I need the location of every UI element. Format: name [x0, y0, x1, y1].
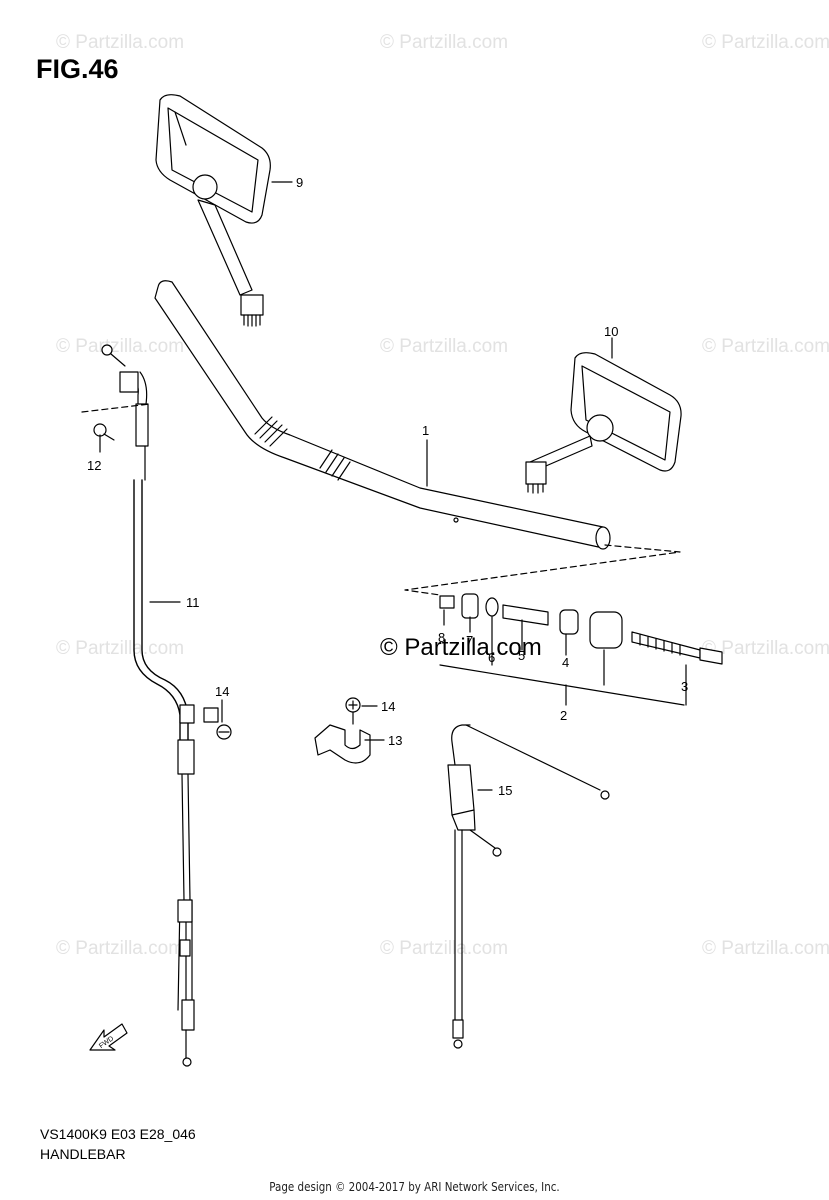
fwd-arrow-icon [89, 1023, 128, 1051]
screw-top [101, 344, 126, 367]
watermark: © Partzilla.com [56, 938, 185, 959]
callout-7: 7 [466, 633, 473, 648]
callout-10: 10 [604, 324, 618, 339]
figure-title: FIG.46 [36, 54, 119, 84]
watermark: © Partzilla.com [380, 938, 509, 959]
figure-name: HANDLEBAR [40, 1146, 126, 1162]
callout-11: 11 [186, 595, 200, 610]
watermark: © Partzilla.com [702, 638, 829, 659]
watermark: © Partzilla.com [702, 336, 829, 357]
callout-6: 6 [488, 650, 495, 665]
watermark: © Partzilla.com [56, 638, 185, 659]
mirror-left [155, 94, 271, 327]
watermark: © Partzilla.com [56, 32, 185, 53]
callout-4: 4 [562, 655, 569, 670]
callout-9: 9 [296, 175, 303, 190]
watermark: © Partzilla.com [702, 32, 829, 53]
callout-14-left: 14 [215, 684, 229, 699]
clamp-13 [314, 697, 371, 764]
mirror-right [525, 352, 682, 494]
watermark-center: © Partzilla.com [380, 634, 542, 661]
callout-12: 12 [87, 458, 101, 473]
callout-5: 5 [518, 648, 525, 663]
throttle-cable [119, 371, 219, 1067]
watermark: © Partzilla.com [380, 336, 509, 357]
callout-8: 8 [438, 630, 445, 645]
screw-14-left [216, 724, 232, 740]
figure-code: VS1400K9 E03 E28_046 [40, 1126, 196, 1142]
handlebar [154, 280, 611, 550]
callout-14-right: 14 [381, 699, 395, 714]
watermark: © Partzilla.com [380, 32, 509, 53]
bar-end-assembly [439, 593, 723, 665]
callout-1: 1 [422, 423, 429, 438]
callout-2: 2 [560, 708, 567, 723]
watermark: © Partzilla.com [56, 336, 185, 357]
callout-15: 15 [498, 783, 512, 798]
callout-13: 13 [388, 733, 402, 748]
page-footer: Page design © 2004-2017 by ARI Network S… [269, 1180, 560, 1194]
switch-15 [447, 724, 610, 1049]
watermark: © Partzilla.com [702, 938, 829, 959]
callout-3: 3 [681, 679, 688, 694]
